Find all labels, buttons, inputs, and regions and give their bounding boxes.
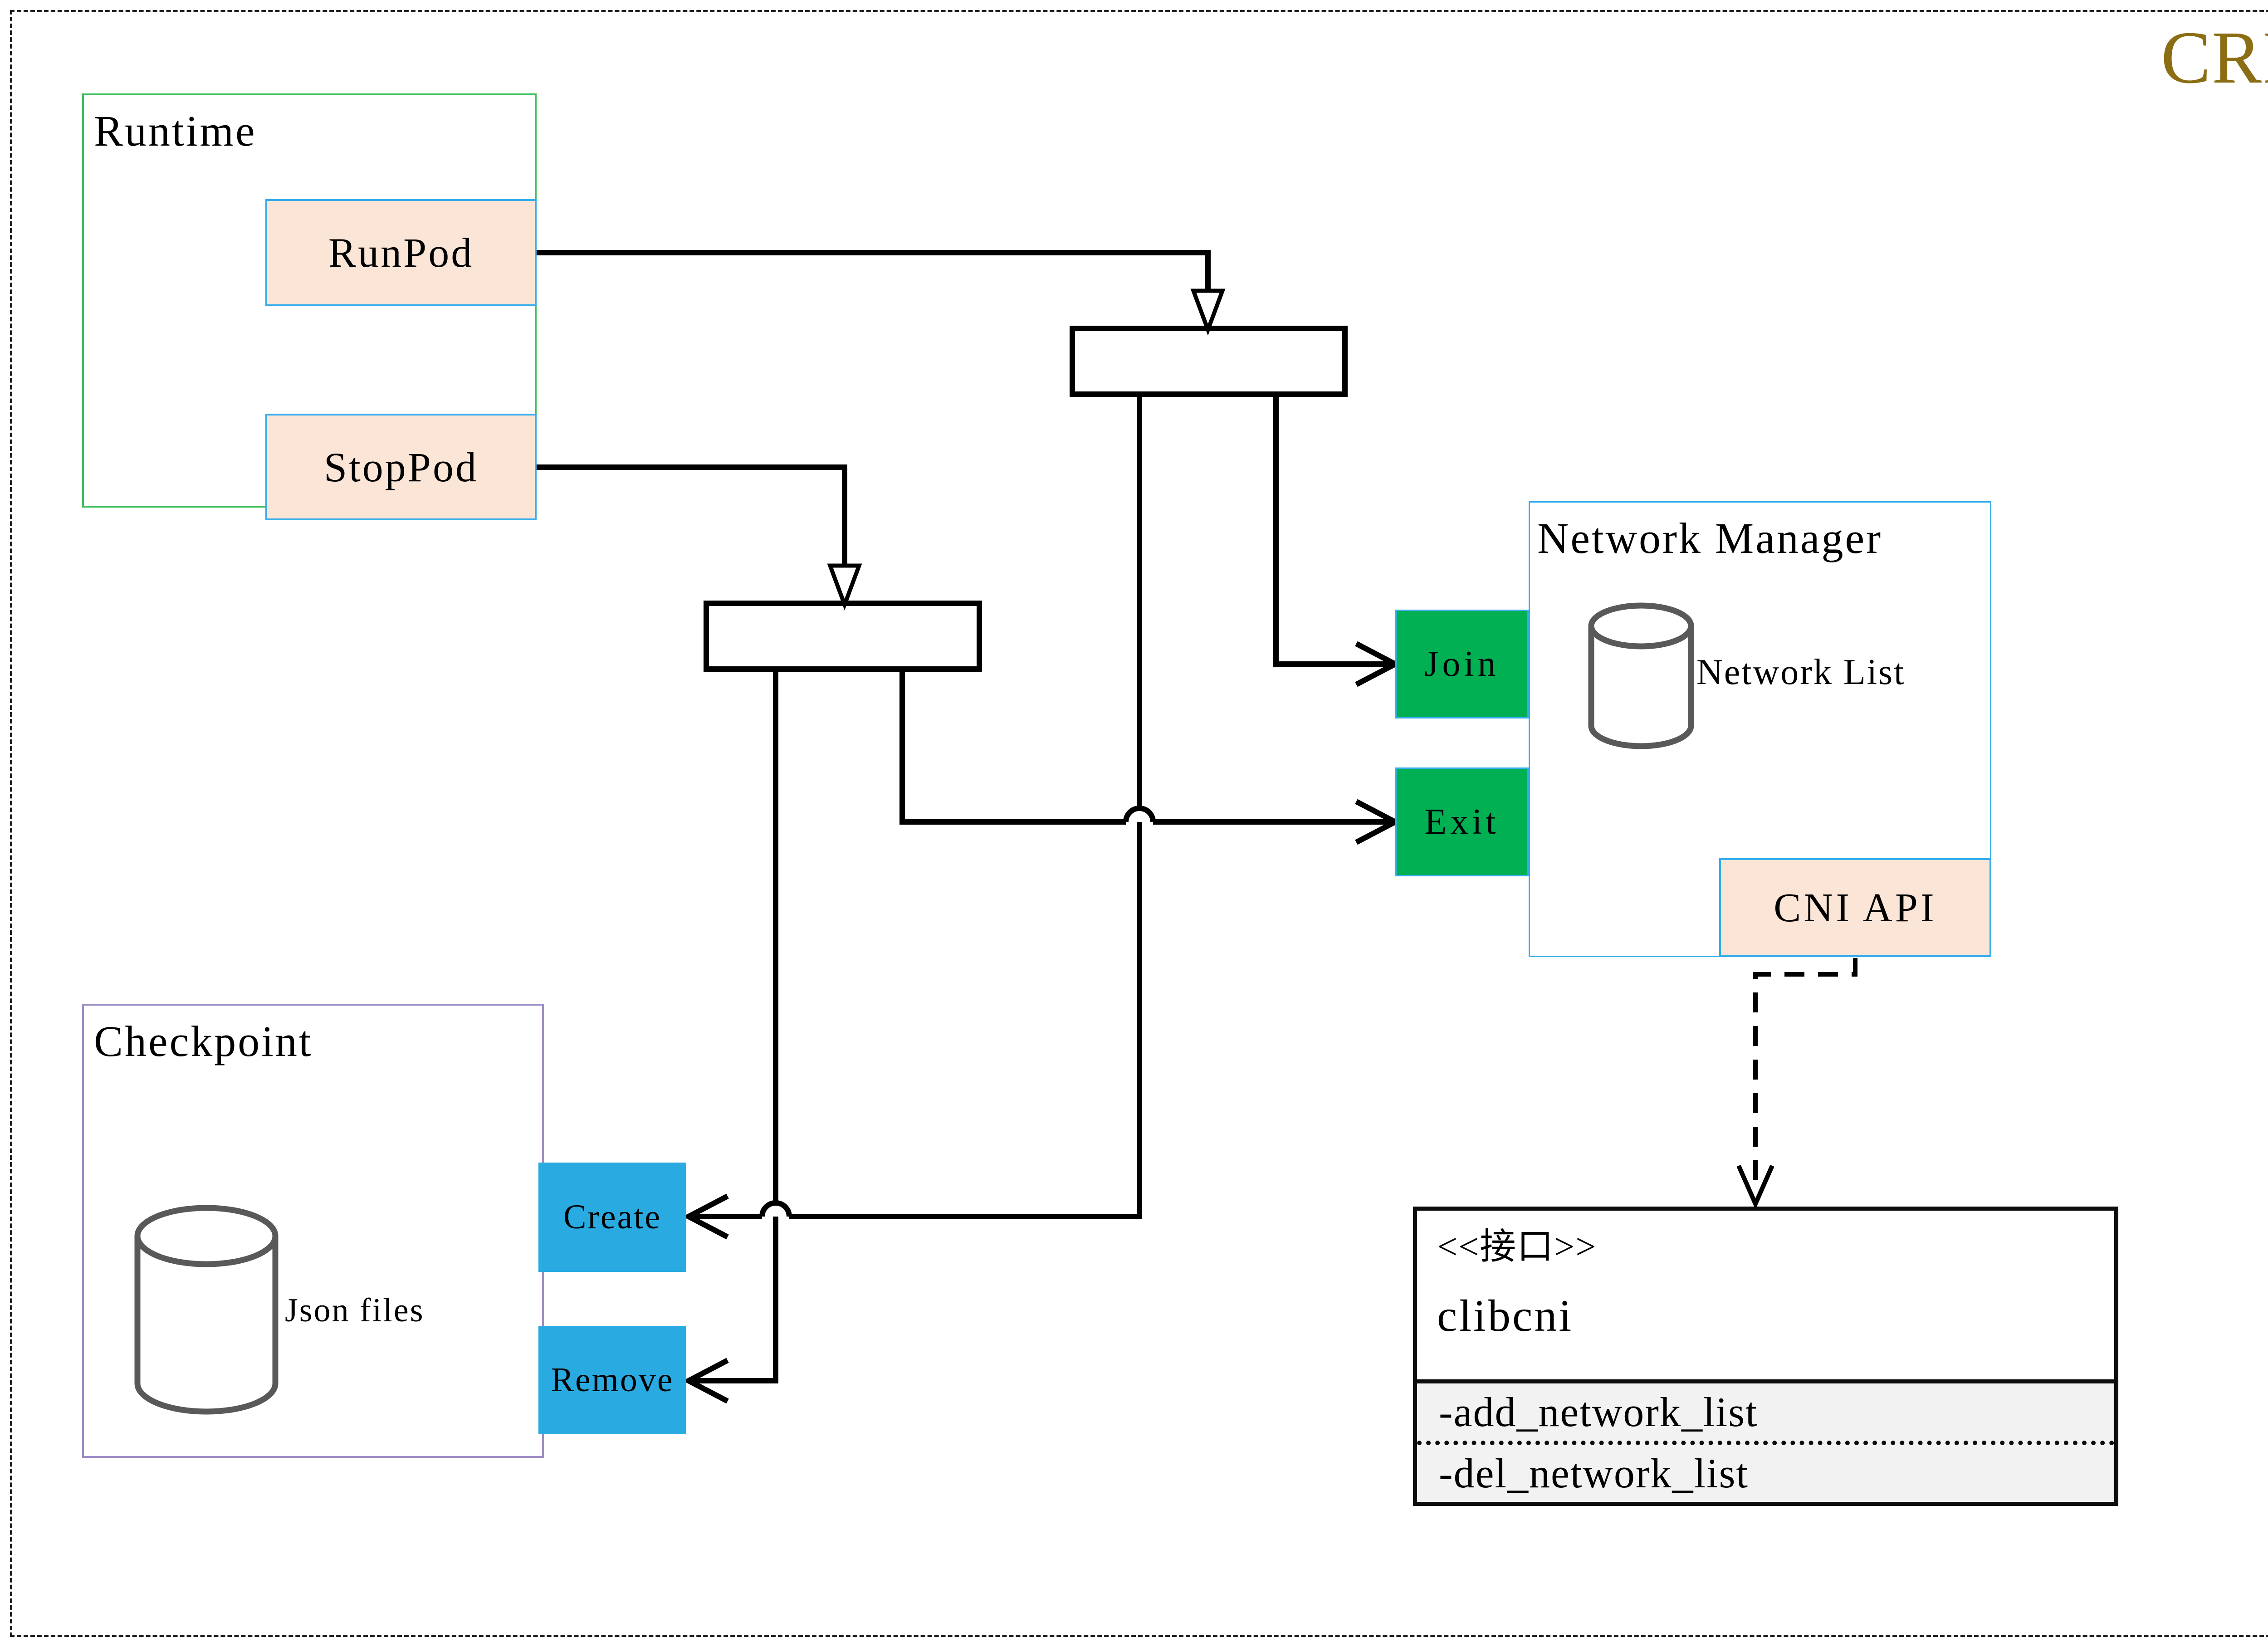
arrowhead-into-junction2 xyxy=(827,563,862,611)
arrowhead-into-clibcni xyxy=(1736,1164,1774,1210)
arrowhead-into-remove xyxy=(683,1358,729,1404)
json-files-cylinder-icon xyxy=(134,1205,279,1415)
network-list-cylinder-icon xyxy=(1588,602,1694,749)
connector-runpod-to-junction1 xyxy=(537,250,1211,291)
junction-bar-2 xyxy=(704,601,982,672)
clibcni-stereotype: <<接口>> xyxy=(1437,1227,1597,1267)
runtime-title: Runtime xyxy=(94,107,257,155)
join-label: Join xyxy=(1424,644,1500,684)
create-box: Create xyxy=(538,1163,686,1272)
network-manager-title: Network Manager xyxy=(1537,514,1883,562)
clibcni-methods-section: -add_network_list -del_network_list xyxy=(1417,1379,2114,1502)
remove-box: Remove xyxy=(538,1326,686,1434)
join-box: Join xyxy=(1395,610,1529,718)
line-hop-create xyxy=(759,1200,792,1217)
arrowhead-into-create xyxy=(683,1193,729,1240)
runpod-box: RunPod xyxy=(265,199,537,306)
arrowhead-into-junction1 xyxy=(1190,288,1226,336)
clibcni-box: <<接口>> clibcni -add_network_list -del_ne… xyxy=(1413,1207,2118,1506)
diagram-title: CRI xyxy=(2160,16,2268,99)
connector-stoppod-to-junction2 xyxy=(537,464,847,566)
remove-label: Remove xyxy=(551,1361,674,1399)
clibcni-method-add: -add_network_list xyxy=(1417,1383,2114,1445)
connector-junction1-to-join xyxy=(1273,394,1393,667)
exit-label: Exit xyxy=(1424,802,1500,842)
stoppod-label: StopPod xyxy=(324,444,478,490)
connector-junction2-to-exit xyxy=(899,669,1126,825)
clibcni-method-add-label: -add_network_list xyxy=(1439,1388,1758,1435)
runpod-label: RunPod xyxy=(328,230,474,276)
clibcni-name: clibcni xyxy=(1437,1290,1574,1341)
cni-api-label: CNI API xyxy=(1774,885,1937,930)
checkpoint-box: Checkpoint xyxy=(82,1004,544,1458)
clibcni-method-del-label: -del_network_list xyxy=(1439,1450,1749,1497)
checkpoint-title: Checkpoint xyxy=(94,1017,313,1065)
clibcni-method-del: -del_network_list xyxy=(1417,1445,2114,1502)
exit-box: Exit xyxy=(1395,767,1529,876)
line-hop-exit xyxy=(1123,806,1156,822)
json-files-label: Json files xyxy=(285,1292,425,1329)
clibcni-header: <<接口>> clibcni xyxy=(1417,1211,2114,1379)
dashed-cniapi-to-clibcni xyxy=(1753,958,1857,1181)
connector-junction1-to-create xyxy=(789,394,1142,1219)
connector-junction2-to-remove xyxy=(694,669,778,1383)
create-label: Create xyxy=(563,1198,662,1236)
stoppod-box: StopPod xyxy=(265,414,537,520)
junction-bar-1 xyxy=(1070,326,1348,397)
network-list-label: Network List xyxy=(1696,652,1906,692)
cni-api-box: CNI API xyxy=(1719,858,1991,957)
